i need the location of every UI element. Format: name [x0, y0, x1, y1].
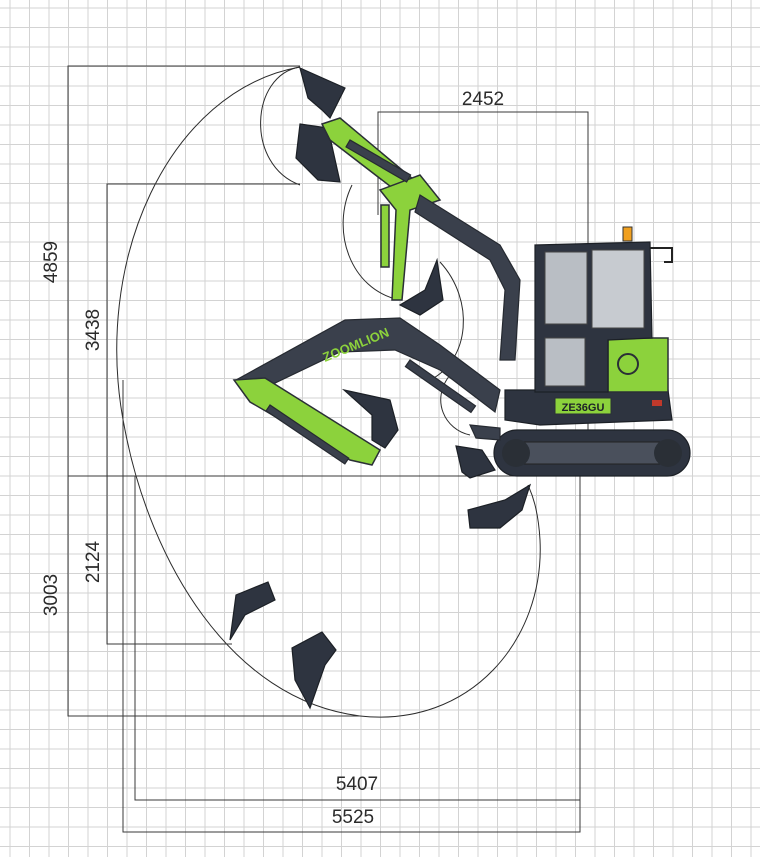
- dozer-blade: [455, 445, 496, 479]
- cab-window-front: [544, 251, 588, 325]
- dim-line-3438: [106, 183, 300, 476]
- dim-line-3003: [67, 476, 360, 717]
- dim-label-4859: 4859: [41, 241, 62, 283]
- mid-arc-1: [342, 184, 401, 301]
- tail-light: [652, 400, 662, 406]
- idler-wheel: [502, 439, 530, 467]
- dozer-arm: [469, 424, 501, 441]
- dim-line-5525: [122, 380, 581, 833]
- bucket-right: [467, 483, 532, 529]
- lower-arc: [440, 374, 471, 436]
- dim-label-3003: 3003: [41, 574, 62, 616]
- dim-label-2452: 2452: [462, 89, 504, 110]
- dim-label-5407: 5407: [336, 774, 378, 795]
- working-arm-cylinder: [265, 404, 350, 465]
- bucket-mid-upper: [398, 257, 444, 316]
- bucket-lower-left: [229, 581, 276, 641]
- main-boom: [235, 317, 501, 414]
- track-frame: [509, 441, 676, 465]
- working-boom-cylinder: [404, 359, 477, 414]
- dim-label-5525: 5525: [332, 807, 374, 828]
- raised-lower-cylinder: [380, 204, 390, 268]
- drive-sprocket: [654, 439, 682, 467]
- raised-boom-cylinder: [414, 194, 521, 361]
- bucket-bottom: [291, 631, 337, 710]
- model-plate: [554, 397, 612, 415]
- model-label: ZE36GU: [562, 402, 605, 414]
- dim-label-3438: 3438: [83, 309, 104, 351]
- upper-bucket-arc: [260, 66, 301, 186]
- undercarriage: [455, 424, 691, 479]
- raised-arm-cylinder: [345, 139, 412, 183]
- excavator-upper-structure: ZE36GU: [504, 226, 673, 426]
- beacon-light: [622, 226, 633, 242]
- raised-boom: [378, 174, 442, 301]
- cab-window-lower: [544, 337, 586, 387]
- outer-reach-envelope: [116, 66, 541, 718]
- dim-line-2124: [106, 476, 232, 645]
- dim-line-4859: [67, 65, 580, 477]
- working-boom: ZOOMLION: [232, 317, 501, 466]
- cover-emblem: [617, 353, 639, 375]
- dim-label-2124: 2124: [83, 540, 104, 583]
- bucket-mid: [341, 388, 399, 449]
- bucket-top: [299, 66, 346, 120]
- raised-boom-arm: [320, 117, 521, 361]
- cab-window-side: [591, 249, 645, 329]
- mirror: [650, 247, 673, 263]
- dim-line-5407: [134, 476, 581, 801]
- working-arm: [232, 377, 381, 466]
